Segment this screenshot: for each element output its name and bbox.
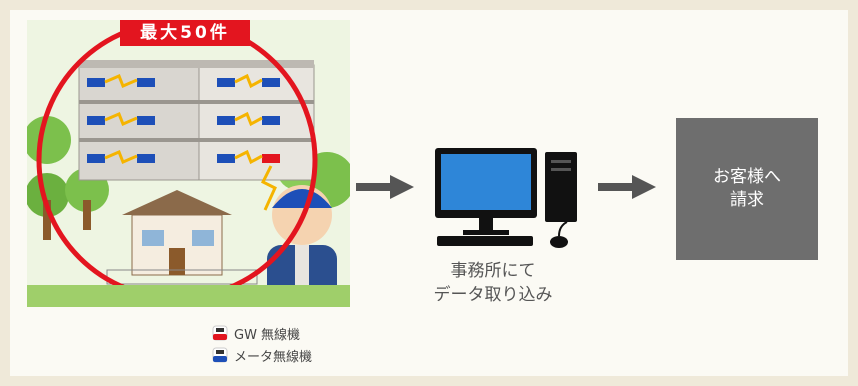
arrow-right-icon [356,175,414,199]
apartment-illustration [27,20,350,307]
customer-label-line1: お客様へ [713,167,781,187]
gw-radio-icon [212,325,228,341]
arrow-right-icon [598,175,656,199]
customer-label-line2: 請求 [730,190,764,210]
legend-item-gw: GW 無線機 [212,322,312,344]
desktop-computer-icon [435,148,577,248]
legend: GW 無線機 メータ無線機 [212,322,312,366]
office-label-line1: 事務所にて [450,261,536,281]
legend-gw-label: GW 無線機 [234,327,301,343]
legend-item-meter: メータ無線機 [212,344,312,366]
customer-billing-box: お客様へ 請求 [676,118,818,260]
max-count-badge: 最大50件 [120,20,250,46]
office-label-line2: データ取り込み [433,285,553,305]
office-import-label: 事務所にて データ取り込み [418,259,568,307]
meter-radio-icon [212,347,228,363]
legend-meter-label: メータ無線機 [234,349,313,365]
